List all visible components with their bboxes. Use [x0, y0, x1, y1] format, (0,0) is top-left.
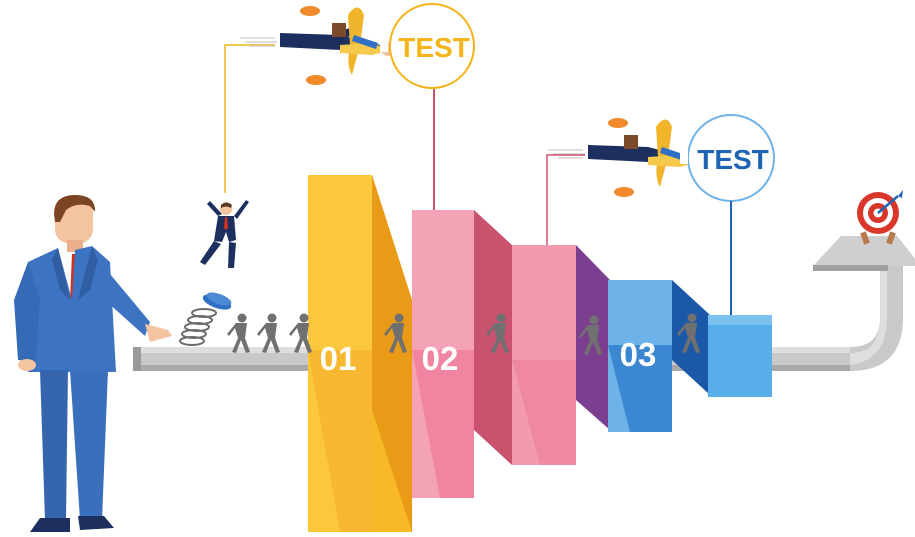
stage-02-label: 02 [422, 340, 459, 377]
target-icon [857, 190, 903, 245]
stage-01-label: 01 [320, 340, 357, 377]
jetpack-flyer-icon [548, 118, 699, 197]
walker-icon [677, 313, 700, 353]
test-label-2: TEST [697, 144, 769, 175]
walker-icon [486, 313, 509, 353]
connector-line-2 [546, 154, 585, 245]
stage-03: 03 [608, 280, 772, 432]
test-badge-1: TEST [380, 3, 475, 210]
jetpack-flyer-icon [240, 6, 395, 85]
stage-02-block-2 [512, 245, 610, 465]
walking-people [227, 313, 700, 355]
stage-01: 01 [308, 175, 412, 532]
walker-icon [257, 313, 280, 353]
walker-icon [227, 313, 250, 353]
stage-02: 02 [412, 210, 512, 498]
walker-icon [384, 313, 407, 353]
test-badge-2: TEST [680, 114, 775, 315]
test-label-1: TEST [398, 32, 470, 63]
walker-icon [289, 313, 312, 353]
stage-03-label: 03 [620, 336, 657, 373]
businessman-presenter-icon [14, 195, 172, 532]
spring-launcher-icon [179, 292, 232, 346]
walker-icon [579, 315, 602, 355]
jumping-businessman-icon [200, 44, 275, 268]
